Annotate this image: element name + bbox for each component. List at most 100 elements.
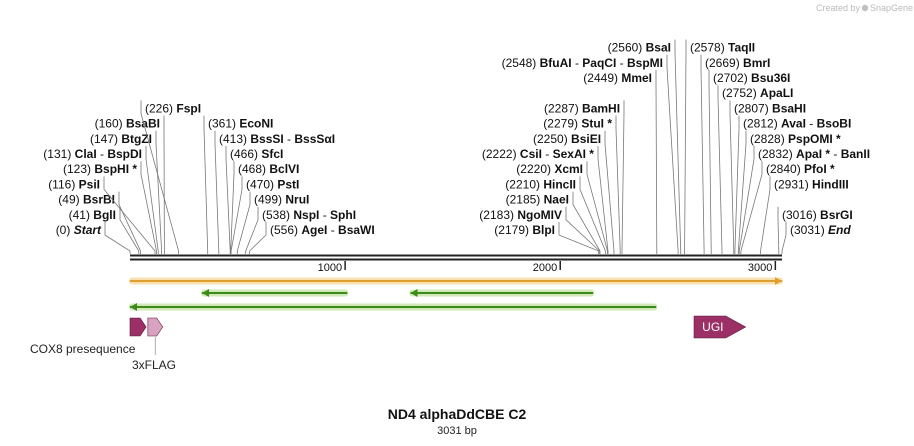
site-hindiii[interactable]: (2931) HindIII	[760, 176, 849, 254]
feature-arrow	[693, 315, 747, 339]
site-clai[interactable]: (131) ClaI - BspDI	[43, 146, 159, 254]
orf-forward[interactable]	[129, 277, 783, 285]
orf-reverse-2[interactable]	[409, 289, 595, 297]
site-position: (49)	[58, 193, 83, 207]
site-psii[interactable]: (116) PsiI	[48, 176, 156, 254]
ruler-tick-label: 3000	[748, 262, 772, 274]
site-end[interactable]: (3031) End	[781, 222, 851, 254]
site-label-btgzi: (147) BtgZI	[90, 132, 152, 146]
site-hincii[interactable]: (2210) HincII	[505, 176, 606, 254]
site-position: (2279)	[543, 117, 581, 131]
site-bsu36i[interactable]: (2702) Bsu36I	[708, 70, 790, 254]
site-label-bsu36i: (2702) Bsu36I	[713, 71, 790, 85]
site-position: (2449)	[583, 71, 621, 85]
site-apali[interactable]: (2752) ApaLI	[717, 85, 793, 254]
site-name: BtgZI	[121, 132, 152, 146]
site-name: BsrBI	[83, 193, 115, 207]
site-connector	[155, 130, 162, 254]
site-bsssi[interactable]: (413) BssSI - BssSαI	[214, 130, 335, 254]
site-bsahi[interactable]: (2807) BsaHI	[729, 100, 806, 254]
site-position: (538)	[262, 208, 293, 222]
site-position: (470)	[246, 177, 277, 191]
site-position: (2578)	[690, 41, 728, 55]
site-bgli[interactable]: (41) BglI	[69, 206, 140, 254]
site-avai[interactable]: (2812) AvaI - BsoBI	[734, 115, 851, 254]
site-bclvi[interactable]: (468) BclVI	[230, 161, 300, 254]
restriction-sites: (0) Start(41) BglI(49) BsrBI(116) PsiI(1…	[43, 39, 870, 254]
site-label-econi: (361) EcoNI	[208, 117, 273, 131]
site-name: BmrI	[743, 56, 770, 70]
site-sfci[interactable]: (466) SfcI	[225, 146, 283, 254]
backbone-bottom-strand	[130, 258, 782, 261]
site-label-apai: (2832) ApaI * - BanII	[758, 147, 870, 161]
site-bsrgi[interactable]: (3016) BsrGI	[777, 206, 853, 254]
site-name: AvaI	[781, 117, 806, 131]
feature-ugi[interactable]: UGI	[693, 315, 747, 339]
site-bamhi[interactable]: (2287) BamHI	[544, 100, 625, 254]
site-bsai[interactable]: (2560) BsaI	[608, 39, 682, 254]
site-name: StuI *	[581, 117, 612, 131]
site-name: FspI	[176, 101, 201, 115]
site-name: AgeI	[301, 223, 327, 237]
site-ngomiv[interactable]: (2183) NgoMIV	[479, 206, 600, 254]
site-connector	[119, 206, 140, 254]
orf-reverse-3[interactable]	[129, 303, 658, 311]
site-label-nrui: (499) NruI	[254, 193, 309, 207]
orf-arrowhead-icon	[410, 289, 418, 297]
site-connector	[734, 115, 740, 254]
site-csii[interactable]: (2222) CsiI - SexAI *	[482, 146, 609, 254]
site-xcmi[interactable]: (2220) XcmI	[516, 161, 608, 254]
site-separator: -	[830, 147, 841, 161]
site-fspi[interactable]: (226) FspI	[140, 100, 201, 254]
site-position: (116)	[48, 177, 78, 191]
site-pspomi[interactable]: (2828) PspOMI *	[737, 130, 841, 254]
site-connector	[717, 85, 723, 254]
site-connector	[737, 130, 747, 254]
feature-flag[interactable]: 3xFLAG	[132, 317, 176, 372]
site-connector	[684, 39, 687, 254]
site-label-hincii: (2210) HincII	[505, 177, 576, 191]
site-position: (2220)	[516, 162, 554, 176]
site-name: BsaBI	[126, 117, 160, 131]
site-btgzi[interactable]: (147) BtgZI	[90, 130, 162, 254]
ruler-tick-label: 1000	[318, 262, 342, 274]
site-pfoi[interactable]: (2840) PfoI *	[740, 161, 835, 254]
map-length: 3031 bp	[437, 425, 477, 437]
site-blpi[interactable]: (2179) BlpI	[494, 222, 600, 254]
site-econi[interactable]: (361) EcoNI	[203, 115, 273, 254]
site-nspi[interactable]: (538) NspI - SphI	[245, 206, 356, 254]
site-name: HindIII	[812, 177, 849, 191]
site-bsphi[interactable]: (123) BspHI *	[63, 161, 157, 254]
site-bsrbi[interactable]: (49) BsrBI	[58, 191, 141, 254]
site-nrui[interactable]: (499) NruI	[236, 191, 309, 254]
site-mmei[interactable]: (2449) MmeI	[583, 70, 658, 254]
site-start[interactable]: (0) Start	[56, 222, 131, 254]
site-connector	[729, 100, 735, 254]
feature-cox8[interactable]: COX8 presequence	[30, 317, 147, 356]
site-name: BspHI *	[94, 162, 137, 176]
site-naei[interactable]: (2185) NaeI	[506, 191, 601, 254]
snapgene-logo-icon	[861, 4, 869, 12]
site-bsabi[interactable]: (160) BsaBI	[95, 115, 165, 254]
site-agei[interactable]: (556) AgeI - BsaWI	[249, 222, 375, 254]
site-bfuai[interactable]: (2548) BfuAI - PaqCI - BspMI	[502, 54, 679, 254]
site-connector	[740, 161, 763, 254]
site-connector	[230, 176, 243, 254]
site-taqii[interactable]: (2578) TaqII	[684, 39, 756, 254]
site-name: SphI	[330, 208, 356, 222]
site-position: (2222)	[482, 147, 520, 161]
site-apai[interactable]: (2832) ApaI * - BanII	[738, 146, 870, 254]
orf-arrowhead-icon	[775, 277, 782, 285]
orf-reverse-1[interactable]	[201, 289, 349, 297]
site-position: (2560)	[608, 41, 646, 55]
site-bsiei[interactable]: (2250) BsiEI	[533, 130, 615, 254]
site-position: (2807)	[734, 101, 772, 115]
site-bmri[interactable]: (2669) BmrI	[700, 54, 770, 254]
site-psti[interactable]: (470) PstI	[230, 176, 299, 254]
site-name: EcoNI	[239, 117, 273, 131]
site-stui[interactable]: (2279) StuI *	[543, 115, 621, 254]
backbone-top-strand	[130, 254, 782, 257]
site-connector	[700, 54, 705, 254]
site-label-avai: (2812) AvaI - BsoBI	[743, 117, 851, 131]
